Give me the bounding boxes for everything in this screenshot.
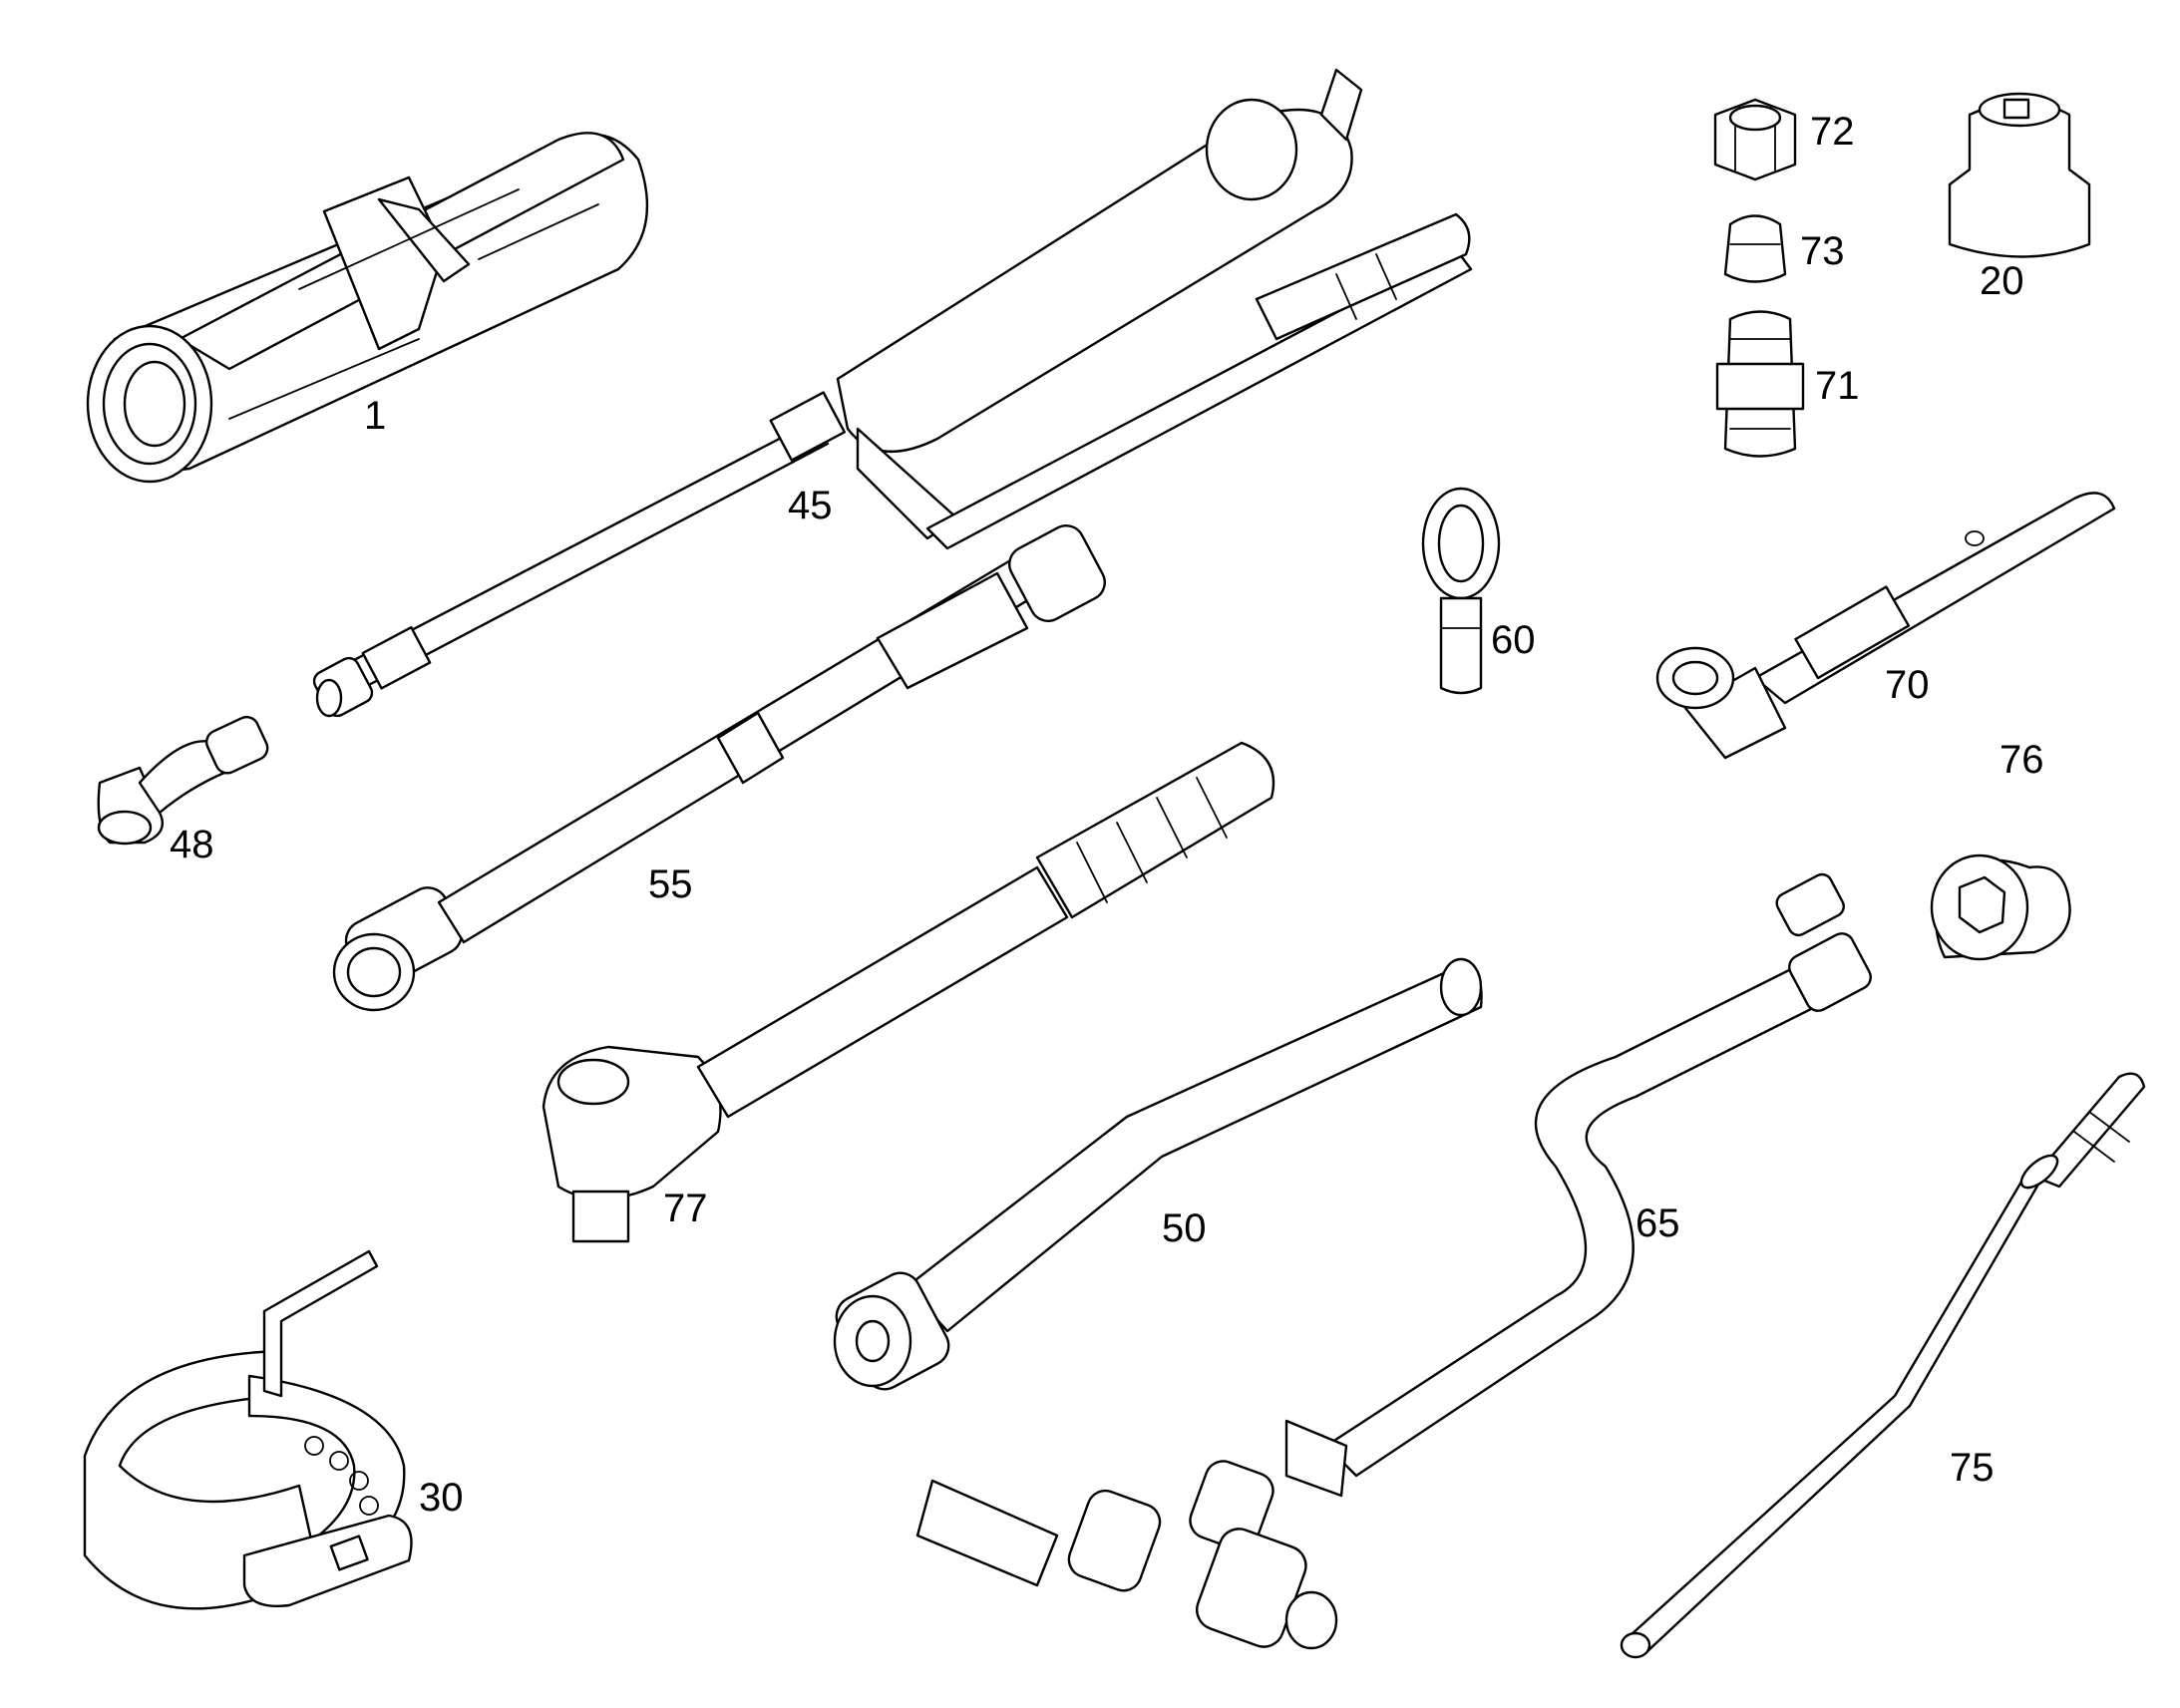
callout-45: 45 bbox=[788, 484, 833, 527]
callout-75: 75 bbox=[1950, 1446, 1995, 1490]
part-45-grease-gun bbox=[312, 68, 1473, 718]
part-55-extension-bar bbox=[332, 524, 1106, 1012]
part-75-probe bbox=[1620, 1072, 2146, 1659]
part-76-hex-socket bbox=[1930, 854, 2071, 961]
callout-76: 76 bbox=[1999, 738, 2044, 782]
callout-55: 55 bbox=[648, 862, 693, 906]
part-1-tool-roll bbox=[86, 132, 649, 484]
callout-73: 73 bbox=[1800, 229, 1845, 273]
part-48-elbow bbox=[97, 715, 269, 846]
callout-30: 30 bbox=[419, 1476, 464, 1520]
callout-70: 70 bbox=[1885, 663, 1930, 707]
part-20-socket bbox=[1948, 92, 2091, 258]
callout-71: 71 bbox=[1815, 364, 1860, 408]
callout-1: 1 bbox=[364, 394, 386, 438]
part-71-union bbox=[1715, 310, 1805, 458]
callout-48: 48 bbox=[170, 823, 214, 866]
callout-77: 77 bbox=[663, 1187, 708, 1230]
part-73-ferrule bbox=[1723, 214, 1787, 283]
part-65-line-assembly bbox=[915, 872, 1872, 1650]
callout-60: 60 bbox=[1491, 618, 1536, 662]
part-60-eye-bolt bbox=[1421, 487, 1501, 695]
part-70-adapter bbox=[1655, 492, 2116, 760]
callout-72: 72 bbox=[1810, 110, 1855, 154]
callout-65: 65 bbox=[1635, 1201, 1680, 1245]
part-30-strap-wrench bbox=[83, 1249, 413, 1610]
callout-50: 50 bbox=[1162, 1206, 1207, 1250]
part-77-ratchet bbox=[542, 741, 1275, 1243]
callout-20: 20 bbox=[1980, 259, 2024, 303]
part-72-nut bbox=[1713, 98, 1797, 181]
part-50-curved-extension bbox=[833, 957, 1483, 1391]
